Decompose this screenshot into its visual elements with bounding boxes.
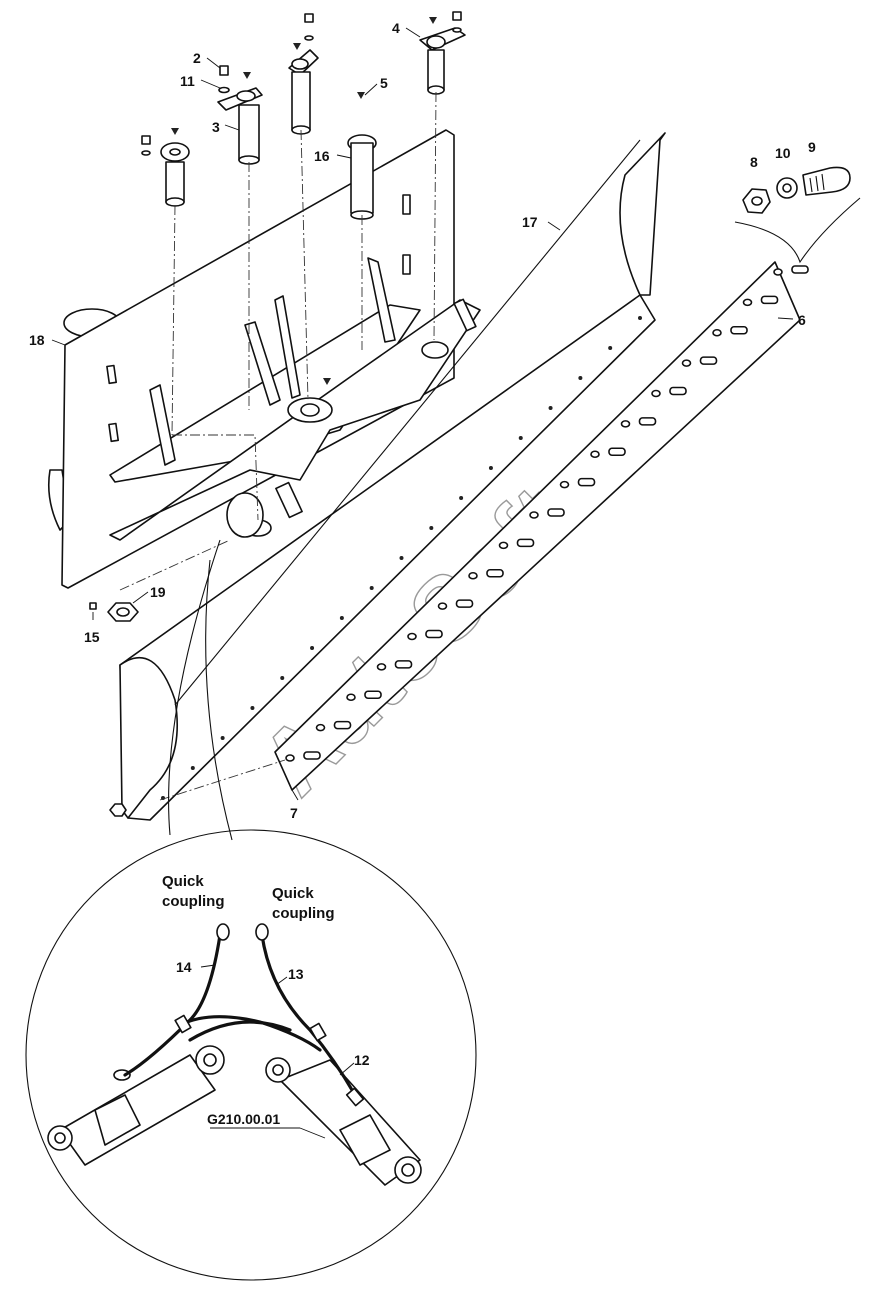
blade-mount-hole xyxy=(220,736,225,740)
assembly-code: G210.00.01 xyxy=(207,1111,280,1127)
quick-coupling-left-line2: coupling xyxy=(162,893,225,910)
label-10: 10 xyxy=(775,145,791,161)
label-17: 17 xyxy=(522,214,538,230)
pin-1 xyxy=(141,135,190,207)
blade-mount-hole xyxy=(280,676,285,680)
label-7: 7 xyxy=(290,805,298,821)
nut-7 xyxy=(109,803,127,817)
label-5: 5 xyxy=(380,75,388,91)
edge-bolt xyxy=(346,690,382,702)
edge-bolt xyxy=(468,568,504,580)
label-4: 4 xyxy=(392,20,400,36)
edge-bolt xyxy=(559,477,596,489)
edge-bolt xyxy=(376,660,413,671)
edge-bolt xyxy=(590,447,626,459)
detail-callout xyxy=(25,539,477,1281)
blade-mount-hole xyxy=(429,526,434,530)
label-18: 18 xyxy=(29,332,45,348)
edge-bolt xyxy=(681,356,718,367)
pin-2-bolt xyxy=(218,65,230,94)
label-2: 2 xyxy=(193,50,201,66)
pin-upper xyxy=(288,13,319,135)
label-8: 8 xyxy=(750,154,758,170)
blade xyxy=(119,132,666,821)
edge-bolt xyxy=(529,508,565,519)
hoses xyxy=(123,923,365,1107)
label-3: 3 xyxy=(212,119,220,135)
edge-bolt xyxy=(712,325,748,337)
label-13: 13 xyxy=(288,966,304,982)
edge-bolt xyxy=(620,417,657,428)
label-6: 6 xyxy=(798,312,806,328)
edge-bolt xyxy=(498,538,535,550)
pin-3 xyxy=(217,87,263,165)
label-19: 19 xyxy=(150,584,166,600)
edge-bolt xyxy=(315,720,352,732)
label-14: 14 xyxy=(176,959,192,975)
pin-4 xyxy=(419,11,466,95)
mark-arrows xyxy=(171,17,437,385)
blade-mount-hole xyxy=(518,436,523,440)
cutting-edge xyxy=(274,261,809,791)
blade-mount-hole xyxy=(310,646,315,650)
leader-lines xyxy=(51,27,794,1139)
label-12: 12 xyxy=(354,1052,370,1068)
pivot-brackets xyxy=(109,257,481,541)
blade-mount-hole xyxy=(488,466,493,470)
pin-16 xyxy=(347,134,377,220)
hardware-set xyxy=(734,166,861,264)
bolt-15 xyxy=(89,602,97,610)
quick-coupling-right-line2: coupling xyxy=(272,905,335,922)
quick-coupling-left-icon xyxy=(216,923,230,941)
blade-mount-hole xyxy=(190,766,195,770)
edge-bolt xyxy=(437,599,474,610)
quick-coupling-left-line1: Quick xyxy=(162,873,204,890)
edge-bolt xyxy=(285,751,321,762)
blade-mount-hole xyxy=(459,496,464,500)
blade-mount-hole xyxy=(369,586,374,590)
label-9: 9 xyxy=(808,139,816,155)
hydraulic-cylinder-left xyxy=(47,1045,225,1166)
quick-coupling-right-line1: Quick xyxy=(272,885,314,902)
label-11: 11 xyxy=(180,73,195,89)
edge-bolt xyxy=(773,265,809,276)
edge-bolt xyxy=(742,295,779,307)
blade-mount-hole xyxy=(399,556,404,560)
nut-19 xyxy=(107,602,139,622)
edge-bolt xyxy=(651,386,687,398)
edge-bolt xyxy=(407,629,443,641)
blade-mount-hole xyxy=(250,706,255,710)
label-16: 16 xyxy=(314,148,330,164)
blade-mount-hole xyxy=(548,406,553,410)
blade-mount-hole xyxy=(578,376,583,380)
blade-mount-hole xyxy=(339,616,344,620)
quick-coupling-right-icon xyxy=(255,923,269,941)
alignment-lines xyxy=(119,91,437,801)
hydraulic-cylinder-right xyxy=(265,1057,422,1186)
blade-mount-hole xyxy=(608,346,613,350)
blade-mount-hole xyxy=(638,316,642,320)
label-15: 15 xyxy=(84,629,100,645)
